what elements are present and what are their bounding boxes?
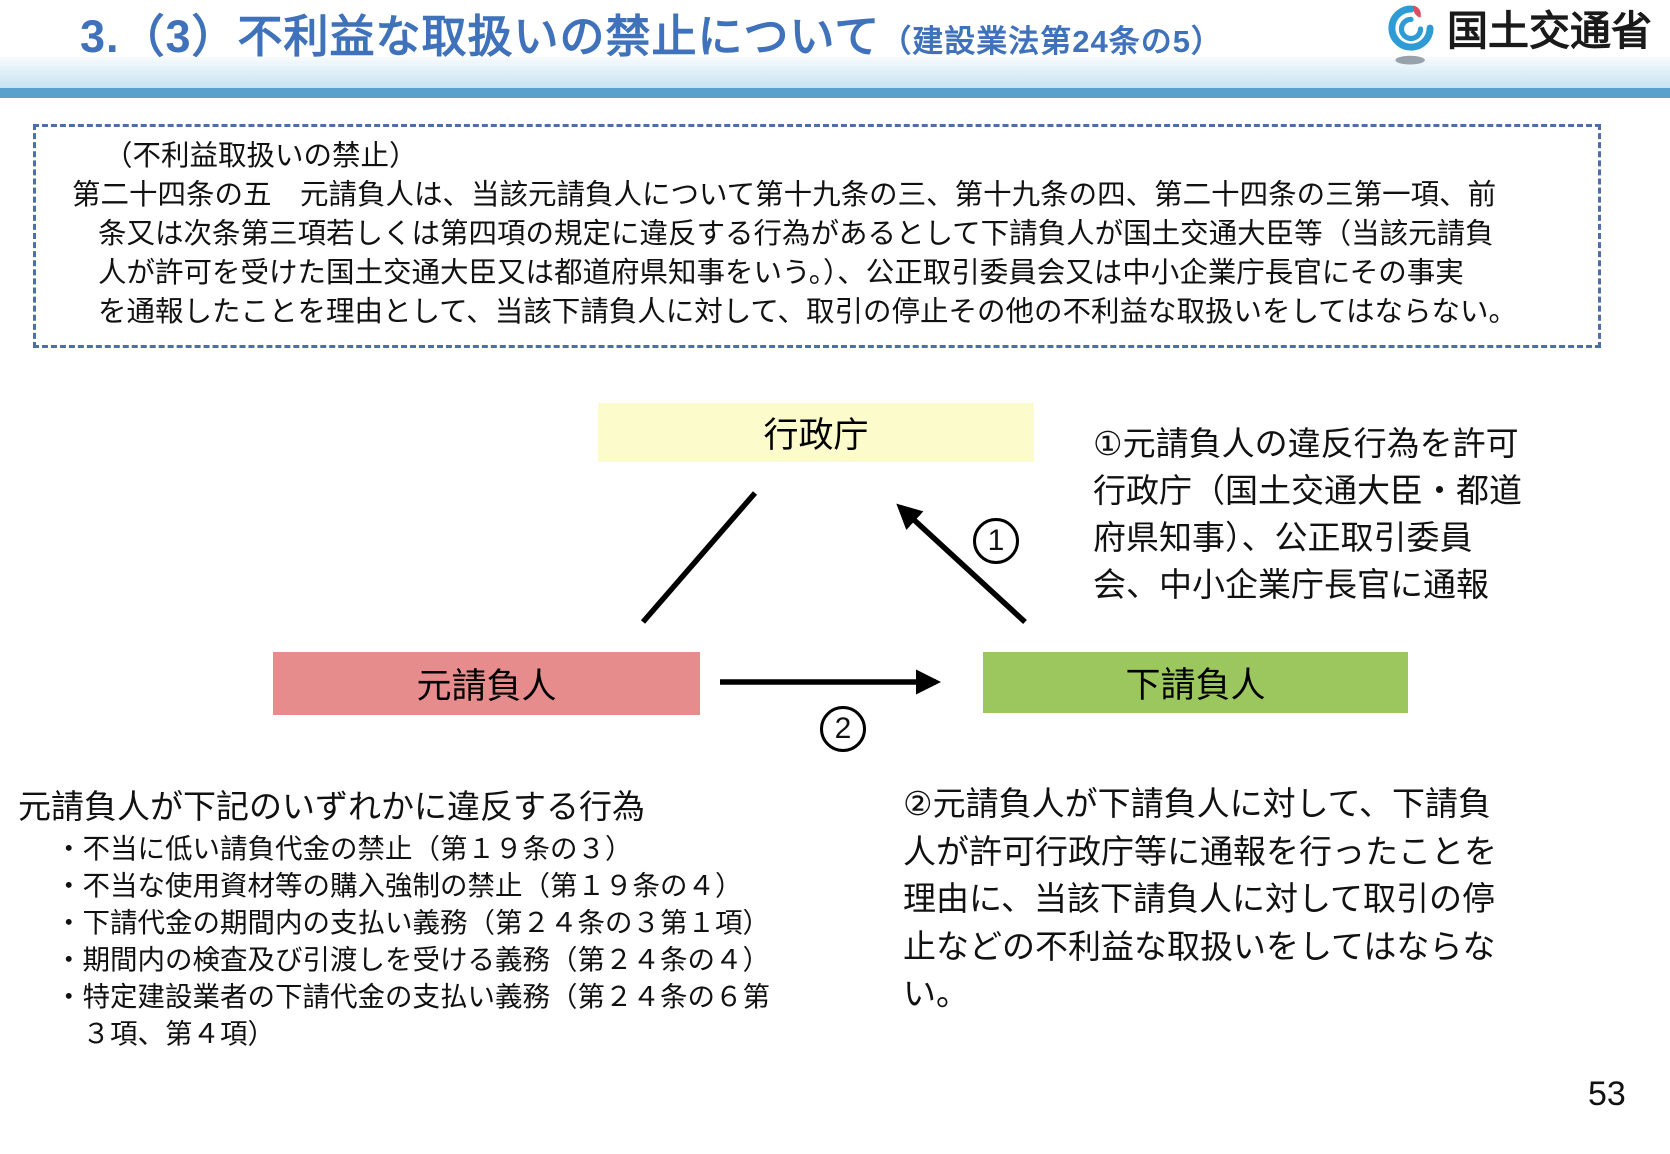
- law-quote-line: を通報したことを理由として、当該下請負人に対して、取引の停止その他の不利益な取扱…: [98, 296, 1518, 328]
- law-quote-line: 第二十四条の五 元請負人は、当該元請負人について第十九条の三、第十九条の四、第二…: [72, 179, 1497, 211]
- violation-item: ・不当な使用資材等の購入強制の禁止（第１９条の４）: [55, 870, 743, 901]
- admin-agency-label: 行政庁: [763, 416, 869, 455]
- marker-1-badge: 1: [973, 518, 1019, 564]
- main-contractor-box: 元請負人: [273, 652, 700, 715]
- diagram-connectors: [640, 491, 1027, 695]
- admin-agency-box: 行政庁: [598, 403, 1034, 462]
- mlit-logo-icon: [1388, 5, 1434, 65]
- note1-line: 府県知事）、公正取引委員: [1093, 519, 1473, 556]
- page-title-sub: （建設業法第24条の5）: [880, 24, 1223, 59]
- violation-item: ・特定建設業者の下請代金の支払い義務（第２４条の６第: [55, 981, 770, 1012]
- violation-item: ・不当に低い請負代金の禁止（第１９条の３）: [55, 833, 633, 864]
- law-quote-line: 条又は次条第三項若しくは第四項の規定に違反する行為があるとして下請負人が国土交通…: [98, 218, 1494, 250]
- note2-line: 理由に、当該下請負人に対して取引の停: [903, 880, 1496, 917]
- subcontractor-label: 下請負人: [1125, 666, 1266, 705]
- law-quote-caption: （不利益取扱いの禁止）: [104, 140, 418, 172]
- note1-text: ①元請負人の違反行為を許可 行政庁（国土交通大臣・都道 府県知事）、公正取引委員…: [1093, 420, 1658, 608]
- note2-line: い。: [903, 975, 969, 1012]
- mlit-logo-text: 国土交通省: [1447, 8, 1652, 54]
- law-quote-line: 人が許可を受けた国土交通大臣又は都道府県知事をいう。）、公正取引委員会又は中小企…: [98, 257, 1464, 289]
- violations-heading: 元請負人が下記のいずれかに違反する行為: [18, 788, 645, 825]
- header-gradient-band: [0, 57, 1670, 88]
- violation-item: ・下請代金の期間内の支払い義務（第２４条の３第１項）: [55, 907, 770, 938]
- arrow-subcontractor-to-admin: [896, 503, 1027, 625]
- violation-item: ・期間内の検査及び引渡しを受ける義務（第２４条の４）: [55, 944, 770, 975]
- page-number: 53: [1588, 1075, 1626, 1113]
- law-quote-box: （不利益取扱いの禁止） 第二十四条の五 元請負人は、当該元請負人について第十九条…: [33, 124, 1601, 348]
- note2-line: 止などの不利益な取扱いをしてはならな: [903, 927, 1496, 965]
- note2-text: ②元請負人が下請負人に対して、下請負 人が許可行政庁等に通報を行ったことを 理由…: [903, 780, 1503, 1018]
- note2-line: 人が許可行政庁等に通報を行ったことを: [903, 832, 1497, 870]
- violation-item-continuation: ３項、第４項）: [55, 1018, 275, 1049]
- subcontractor-box: 下請負人: [983, 652, 1408, 713]
- line-main-contractor-to-admin: [640, 491, 758, 624]
- note1-line: 会、中小企業庁長官に通報: [1093, 566, 1489, 603]
- note2-line: ②元請負人が下請負人に対して、下請負: [903, 785, 1491, 822]
- note1-line: 行政庁（国土交通大臣・都道: [1093, 472, 1522, 509]
- marker-2-badge: 2: [820, 706, 866, 752]
- page-title: 3.（3）不利益な取扱いの禁止について（建設業法第24条の5）: [80, 8, 1223, 77]
- main-contractor-label: 元請負人: [416, 667, 557, 706]
- page-title-main: 3.（3）不利益な取扱いの禁止について: [80, 11, 881, 62]
- header-blue-bar: [0, 88, 1670, 98]
- note1-line: ①元請負人の違反行為を許可: [1093, 425, 1519, 462]
- mlit-logo: 国土交通省: [1385, 2, 1652, 68]
- violations-list: ・不当に低い請負代金の禁止（第１９条の３） ・不当な使用資材等の購入強制の禁止（…: [55, 830, 770, 1052]
